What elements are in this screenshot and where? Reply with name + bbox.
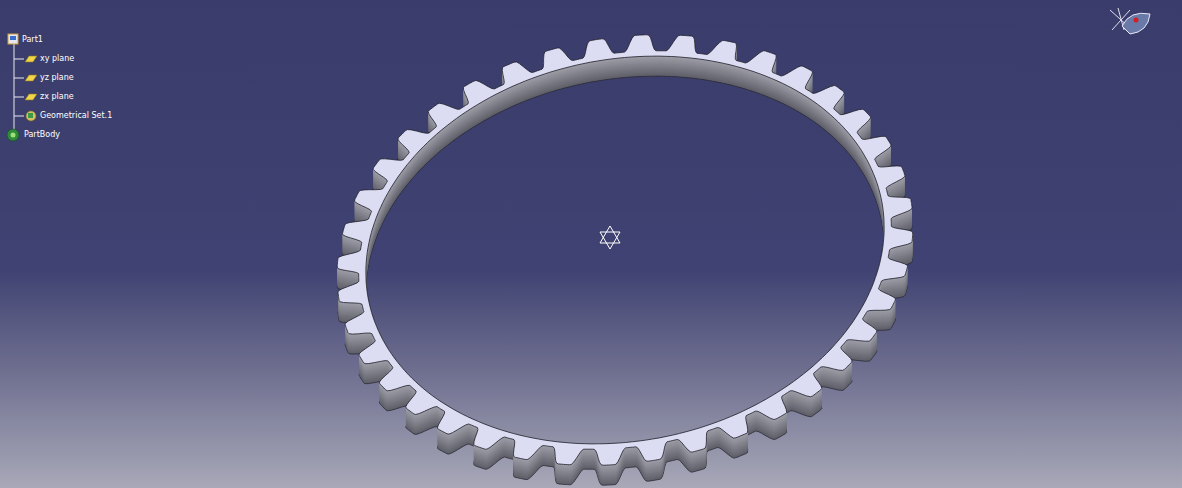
gear-side xyxy=(337,36,912,466)
tree-item-label: xy plane xyxy=(40,54,74,64)
tree-item-label: Geometrical Set.1 xyxy=(40,111,112,121)
tree-item-label: yz plane xyxy=(40,73,74,83)
tree-item-label: zx plane xyxy=(40,92,74,102)
tree-item-label: PartBody xyxy=(24,130,60,140)
origin-star xyxy=(600,226,620,249)
tree-item-label: Part1 xyxy=(22,35,43,45)
tree-lines xyxy=(14,44,24,135)
tree-icons xyxy=(7,34,37,141)
compass xyxy=(1110,8,1150,34)
gear-face xyxy=(337,35,912,465)
gear-ring xyxy=(337,35,912,485)
